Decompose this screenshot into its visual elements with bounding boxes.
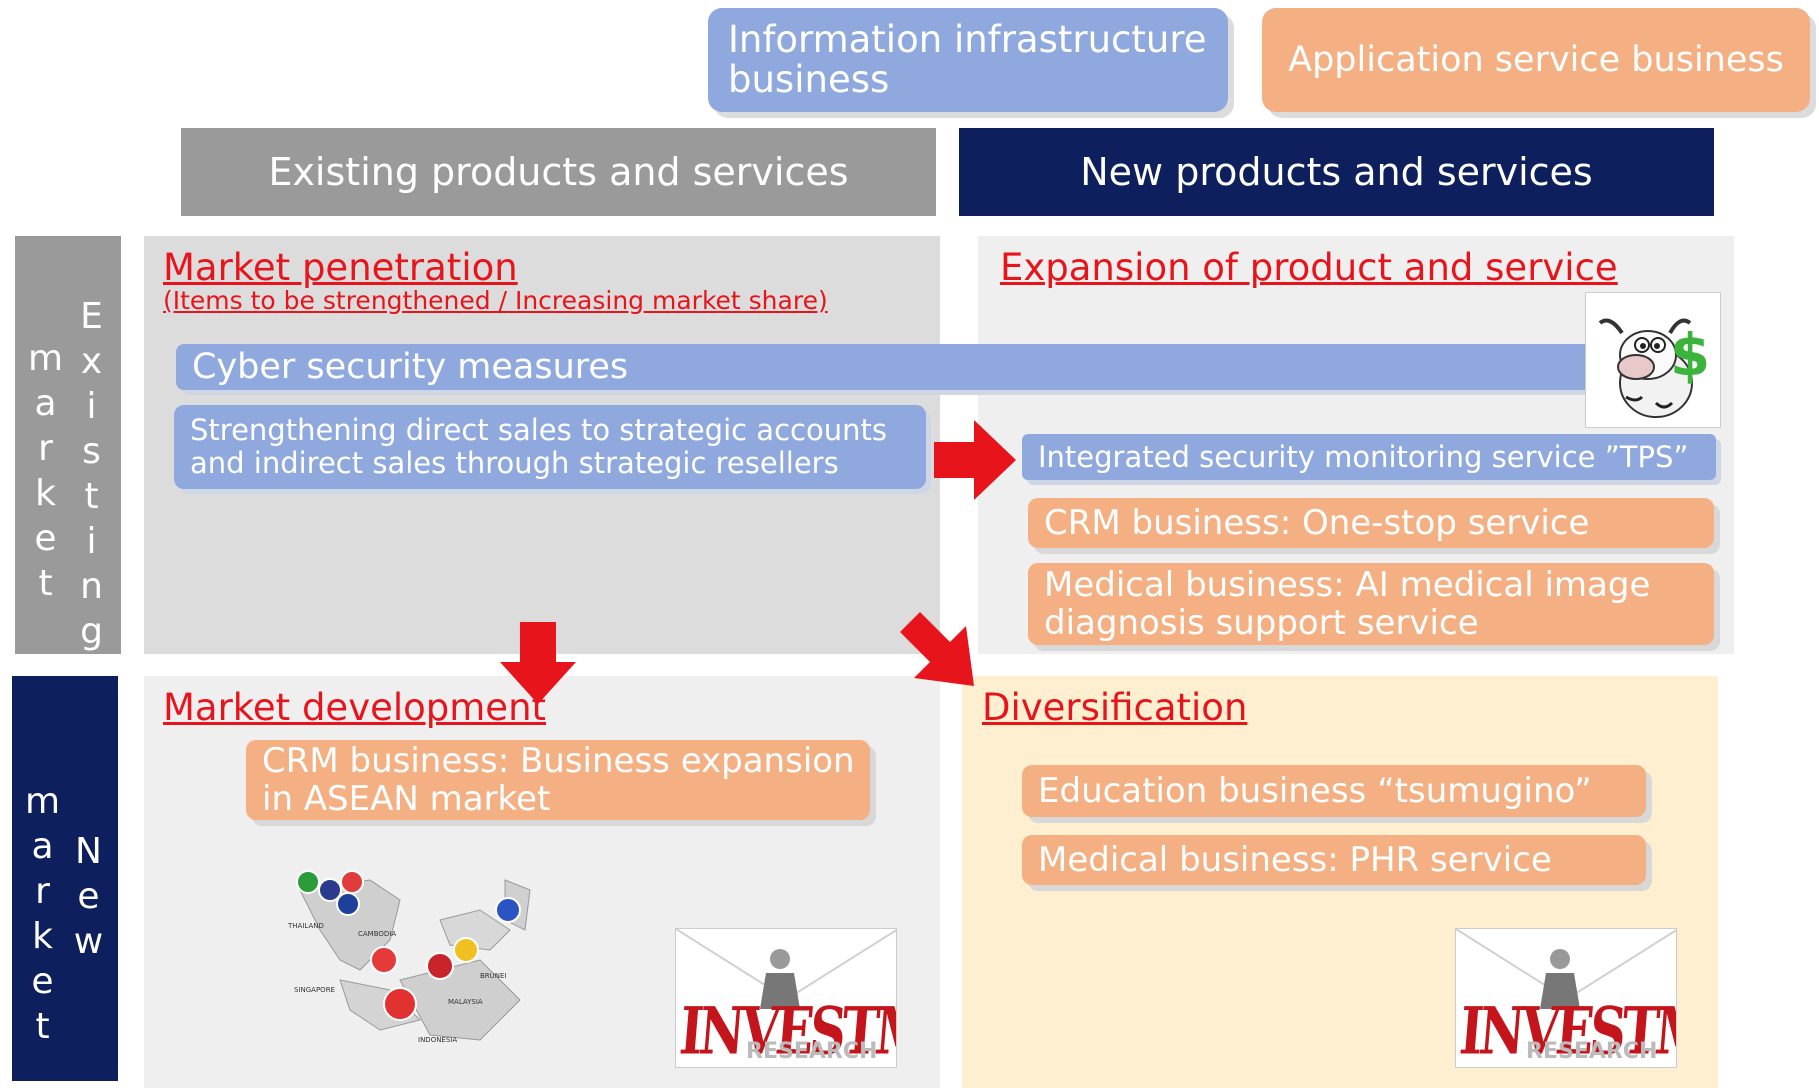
- asean-map-image: THAILAND CAMBODIA SINGAPORE MALAYSIA BRU…: [280, 860, 560, 1060]
- arrow-diagonal-icon: [900, 612, 974, 686]
- education-label: Education business “tsumugino”: [1038, 771, 1592, 811]
- row-header-existing-word1: Existing: [71, 296, 112, 656]
- investment-image-2: INVESTMENT RESEARCH: [1455, 928, 1677, 1068]
- crm-asean-line1: CRM business: Business expansion: [262, 741, 855, 781]
- column-header-new: New products and services: [959, 128, 1714, 216]
- cow-dollar-image: $: [1585, 292, 1721, 428]
- row-header-new-word2: market: [22, 781, 63, 1051]
- expansion-title: Expansion of product and service: [1000, 246, 1618, 289]
- market-development-title: Market development: [163, 686, 547, 729]
- column-header-existing: Existing products and services: [181, 128, 936, 216]
- medical-ai-line1: Medical business: AI medical image: [1044, 565, 1651, 605]
- envelope-icon: [676, 929, 896, 1009]
- diversification-title: Diversification: [982, 686, 1248, 729]
- map-label-indonesia: INDONESIA: [418, 1036, 458, 1044]
- cyber-security-bar: Cyber security measures: [176, 344, 1596, 390]
- crm-one-stop-label: CRM business: One-stop service: [1044, 503, 1590, 543]
- legend-info-infrastructure: Information infrastructure business: [708, 8, 1228, 112]
- legend-info-infrastructure-label: Information infrastructure business: [728, 18, 1207, 101]
- arrow-right-icon: [934, 420, 1016, 500]
- cyber-security-label: Cyber security measures: [192, 347, 629, 387]
- map-label-thailand: THAILAND: [288, 922, 324, 930]
- row-header-existing-market: market Existing: [15, 236, 121, 656]
- asean-map-icon: [296, 870, 531, 1041]
- arrow-down-icon: [500, 622, 576, 704]
- crm-asean-line2: in ASEAN market: [262, 779, 551, 819]
- map-label-brunei: BRUNEI: [480, 972, 507, 980]
- map-label-malaysia: MALAYSIA: [448, 998, 483, 1006]
- medical-ai-line2: diagnosis support service: [1044, 603, 1479, 643]
- crm-asean-bar: CRM business: Business expansion in ASEA…: [246, 740, 870, 820]
- svg-text:$: $: [1670, 321, 1710, 389]
- strategic-sales-bar: Strengthening direct sales to strategic …: [174, 405, 926, 489]
- map-label-singapore: SINGAPORE: [294, 986, 335, 994]
- column-header-existing-label: Existing products and services: [268, 150, 849, 194]
- tps-service-bar: Integrated security monitoring service ”…: [1022, 434, 1716, 480]
- column-header-new-label: New products and services: [1080, 150, 1593, 194]
- legend-application-service: Application service business: [1262, 8, 1810, 112]
- map-label-cambodia: CAMBODIA: [358, 930, 397, 938]
- education-bar: Education business “tsumugino”: [1022, 765, 1646, 817]
- envelope-icon: [1456, 929, 1676, 1009]
- row-header-new-market: market New: [12, 676, 118, 1081]
- investment-image-1: INVESTMENT RESEARCH: [675, 928, 897, 1068]
- strategic-sales-line1: Strengthening direct sales to strategic …: [190, 413, 887, 447]
- phr-service-label: Medical business: PHR service: [1038, 840, 1552, 880]
- cow-icon: $: [1598, 318, 1710, 418]
- row-header-existing-word2: market: [25, 338, 66, 608]
- strategic-sales-line2: and indirect sales through strategic res…: [190, 446, 839, 480]
- market-penetration-subtitle: (Items to be strengthened / Increasing m…: [163, 286, 828, 315]
- research-word-1: RESEARCH: [746, 1039, 878, 1064]
- tps-service-label: Integrated security monitoring service ”…: [1038, 440, 1689, 474]
- legend-application-service-label: Application service business: [1288, 40, 1784, 80]
- market-penetration-title: Market penetration: [163, 246, 518, 289]
- medical-ai-bar: Medical business: AI medical image diagn…: [1028, 563, 1714, 645]
- crm-one-stop-bar: CRM business: One-stop service: [1028, 498, 1714, 548]
- research-word-2: RESEARCH: [1526, 1039, 1658, 1064]
- phr-service-bar: Medical business: PHR service: [1022, 835, 1646, 885]
- row-header-new-word1: New: [68, 831, 109, 966]
